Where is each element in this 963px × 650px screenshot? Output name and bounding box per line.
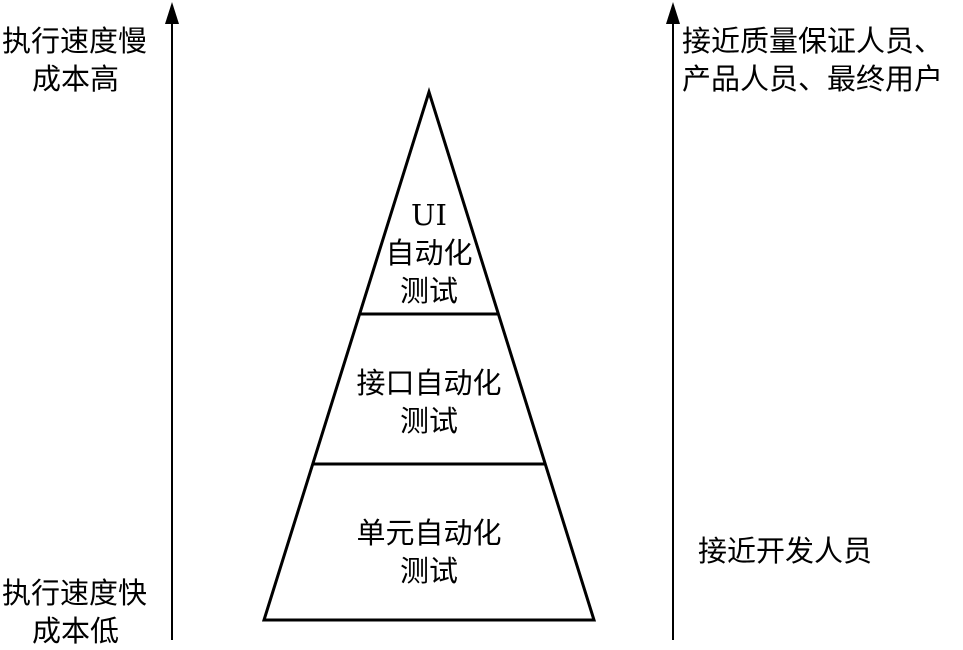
- left-top-line1: 执行速度慢: [2, 24, 148, 58]
- tier-top-line1: UI: [411, 198, 447, 232]
- tier-top-line2: 自动化: [385, 236, 473, 270]
- right-top-line2: 产品人员、最终用户: [682, 62, 944, 96]
- tier-bottom-line1: 单元自动化: [356, 516, 502, 550]
- right-top-line1: 接近质量保证人员、: [682, 24, 944, 58]
- left-bottom-line1: 执行速度快: [2, 576, 148, 610]
- right-bottom-label: 接近开发人员: [698, 532, 918, 570]
- tier-middle-line1: 接口自动化: [356, 366, 502, 400]
- pyramid-tier-bottom: 单元自动化 测试: [319, 514, 539, 590]
- left-top-line2: 成本高: [32, 62, 120, 96]
- left-top-label: 执行速度慢 成本高: [2, 22, 167, 98]
- left-bottom-line2: 成本低: [32, 614, 120, 648]
- tier-top-line3: 测试: [399, 274, 458, 308]
- left-axis-arrowhead: [165, 2, 179, 24]
- pyramid-outline: [261, 86, 597, 622]
- right-axis-arrowhead: [666, 2, 680, 24]
- tier-bottom-line2: 测试: [399, 554, 458, 588]
- pyramid-tier-top: UI 自动化 测试: [339, 196, 519, 310]
- left-bottom-label: 执行速度快 成本低: [2, 574, 167, 650]
- right-bottom-line1: 接近开发人员: [698, 534, 873, 568]
- pyramid-tier-middle: 接口自动化 测试: [319, 364, 539, 440]
- tier-middle-line2: 测试: [399, 404, 458, 438]
- right-top-label: 接近质量保证人员、 产品人员、最终用户: [682, 22, 962, 98]
